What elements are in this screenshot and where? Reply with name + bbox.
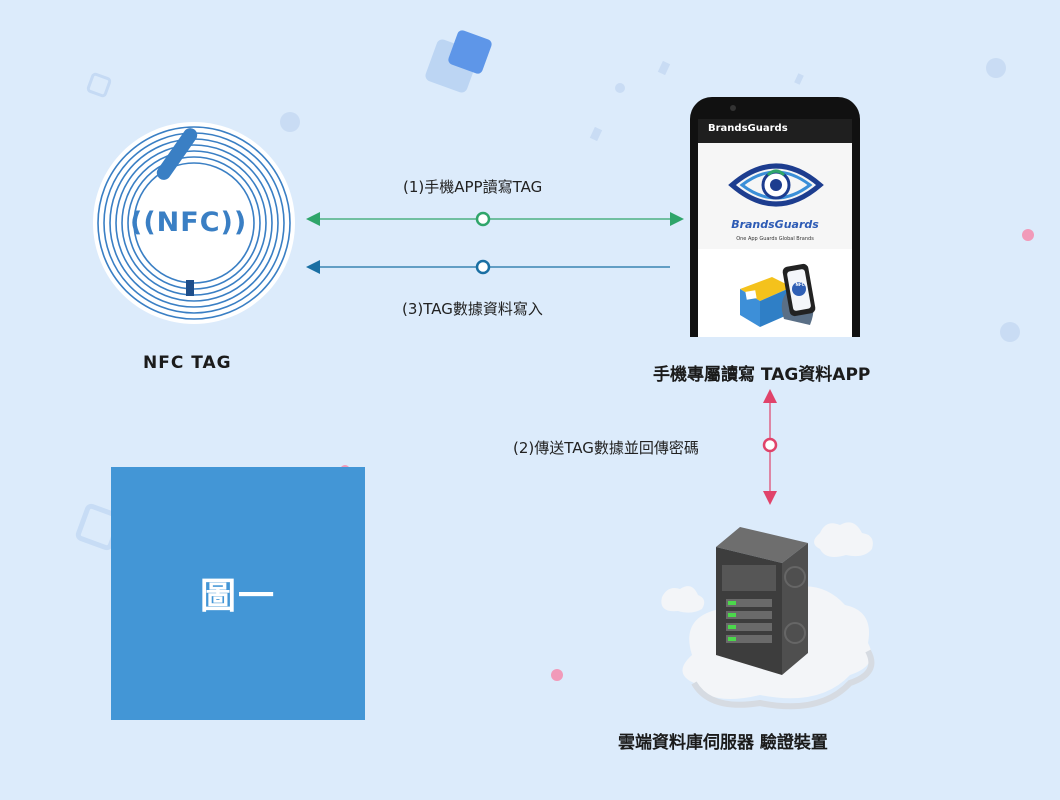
flow-step3-label: (3)TAG數據資料寫入 <box>402 298 543 319</box>
brand-name: BrandsGuards <box>698 218 852 231</box>
brand-block: BrandsGuards One App Guards Global Brand… <box>698 143 852 249</box>
cloud-server-illustration <box>640 505 885 725</box>
eye-logo-icon <box>728 153 824 215</box>
nfc-badge: NFC <box>793 282 807 287</box>
app-bar: BrandsGuards <box>698 119 852 143</box>
nfc-logo-text: ((NFC)) <box>130 207 247 238</box>
tag-phone-arrows <box>300 200 690 280</box>
server-caption: 雲端資料庫伺服器 驗證裝置 <box>618 728 828 753</box>
figure-label-box: 圖一 <box>111 467 365 720</box>
phone-screen: BrandsGuards BrandsGuards One App Guards… <box>698 119 852 337</box>
flow-step2-label: (2)傳送TAG數據並回傳密碼 <box>513 437 699 458</box>
phone-server-arrow <box>755 385 785 510</box>
nfc-tag-caption: NFC TAG <box>143 353 232 373</box>
package-scan-illustration <box>734 261 834 337</box>
flow-step1-label: (1)手機APP讀寫TAG <box>403 176 542 197</box>
smartphone: BrandsGuards BrandsGuards One App Guards… <box>690 97 860 337</box>
camera-icon <box>730 105 736 111</box>
brand-tagline: One App Guards Global Brands <box>698 236 852 242</box>
figure-label: 圖一 <box>111 567 365 619</box>
phone-caption: 手機專屬讀寫 TAG資料APP <box>653 360 870 385</box>
